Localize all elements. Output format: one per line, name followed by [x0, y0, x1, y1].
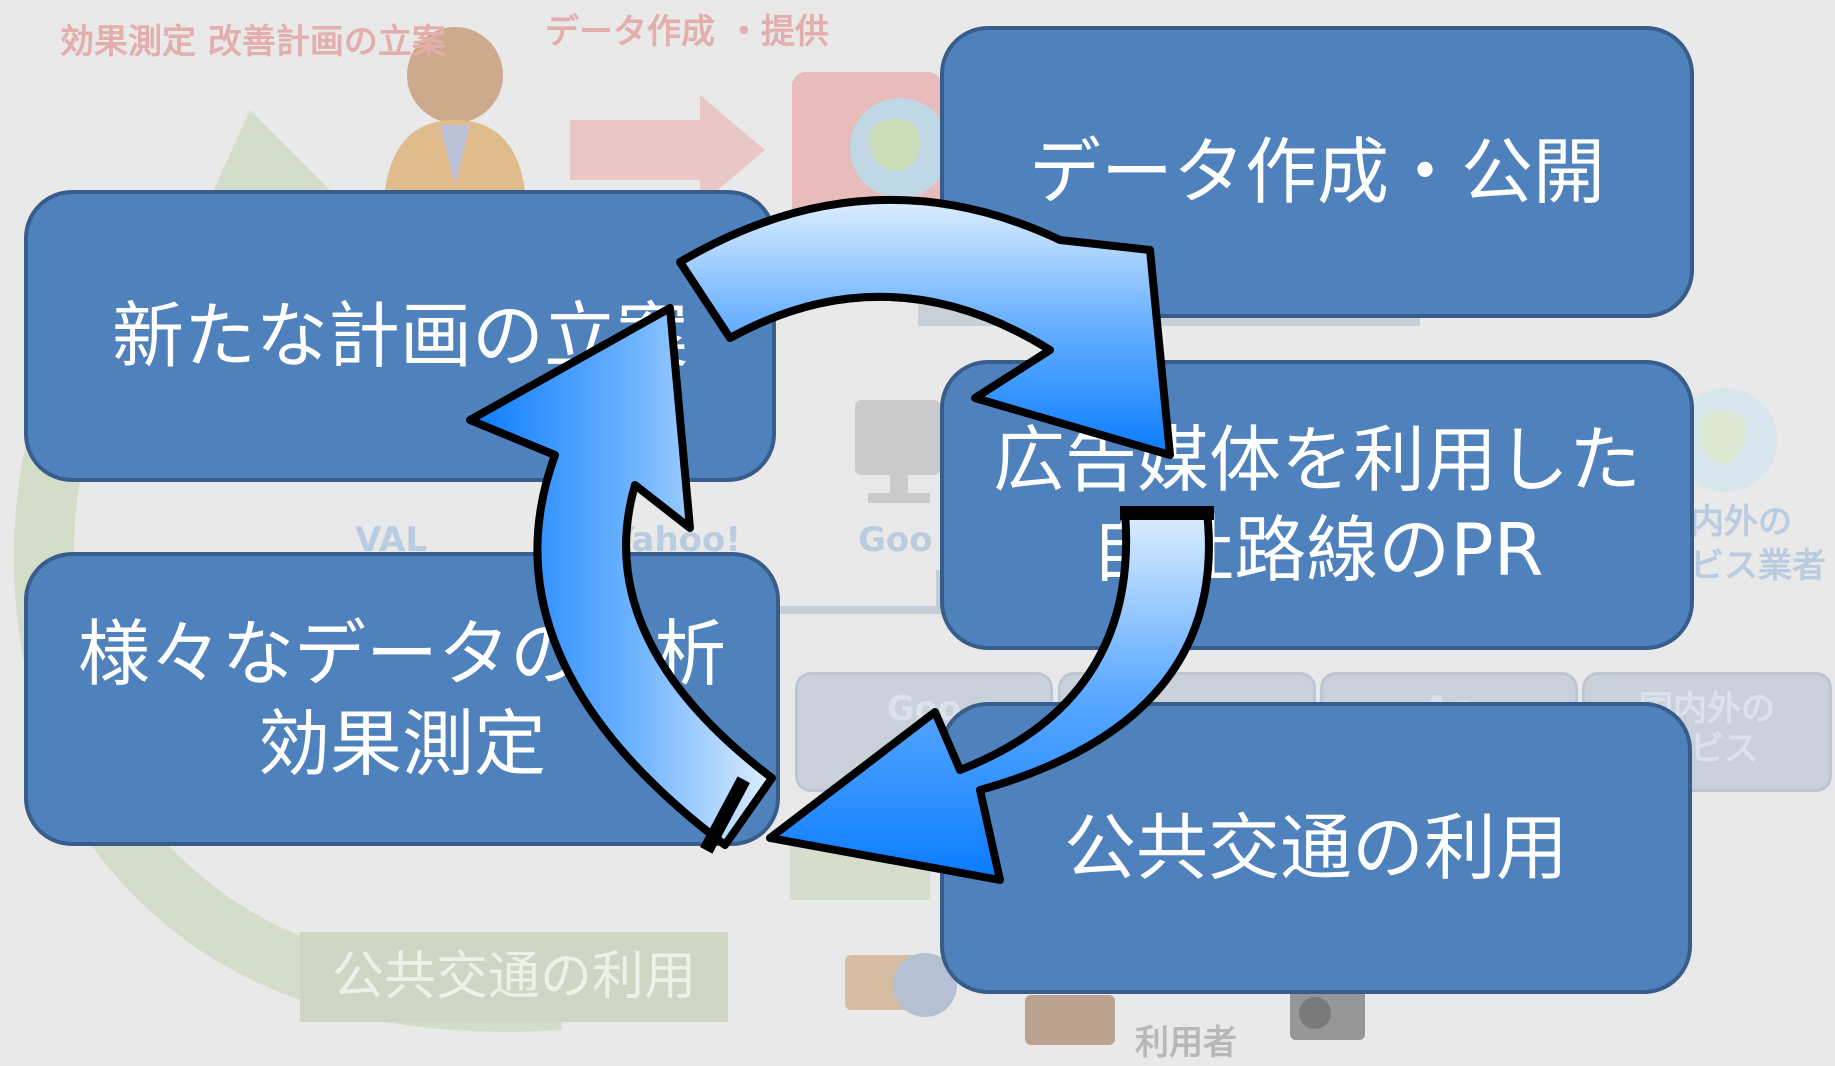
bg-user-label: 利用者 — [1135, 1023, 1237, 1063]
bg-logo-goo: Goo — [858, 520, 933, 560]
cycle-arrow-right — [766, 508, 1213, 884]
person-icon — [385, 27, 525, 190]
monitor-icon — [855, 400, 940, 503]
camera-icon — [1290, 985, 1365, 1040]
bag-icon — [1025, 995, 1115, 1045]
bg-right-label: 内外の ビス業者 — [1690, 502, 1826, 586]
cycle-arrow-cap — [1120, 506, 1214, 520]
cycle-arrow-cap — [700, 776, 750, 854]
cycle-arrow-left — [466, 304, 776, 849]
bg-bottom-label: 公共交通の利用 — [300, 932, 728, 1022]
globe-icon — [850, 98, 950, 198]
toolbox-icon — [845, 953, 957, 1017]
cycle-arrow-top — [676, 195, 1174, 459]
globe-icon — [1673, 388, 1777, 492]
background-red-arrow — [570, 95, 765, 205]
